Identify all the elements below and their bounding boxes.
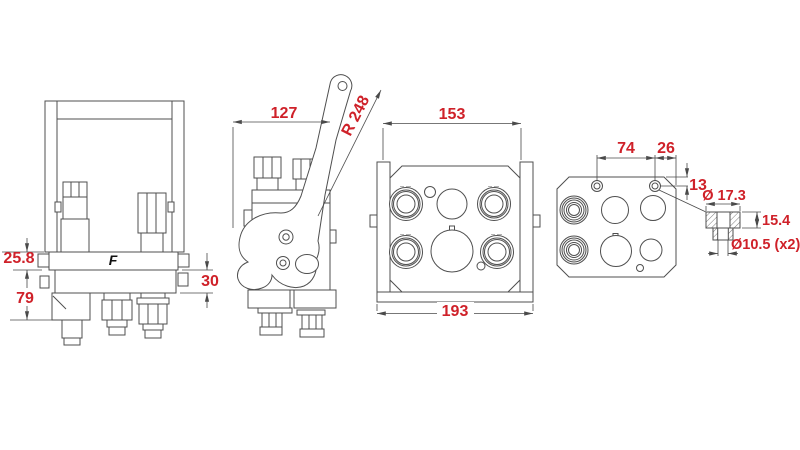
threaded-port-lower	[559, 235, 589, 265]
cam-boss	[295, 254, 319, 274]
dim-label-bore-depth: 15.4	[762, 213, 790, 229]
dim-label-top-offset: 13	[689, 177, 707, 194]
center-bore-lower	[430, 229, 474, 273]
mount-flange-left	[376, 161, 391, 293]
flange-tab-right	[532, 214, 541, 228]
side-view: 127 R 248	[232, 74, 382, 338]
mounting-face-dimensions: 74 26 13	[596, 140, 707, 213]
post-notch	[54, 201, 62, 213]
side-bottom-block-right	[293, 289, 337, 309]
dim-label-overall-width: 193	[442, 303, 469, 320]
dim-label-through-hole: Ø10.5 (x2)	[731, 237, 800, 253]
mounting-face-view: 74 26 13	[556, 140, 707, 278]
side-body-step	[329, 229, 337, 244]
section-hatch	[728, 228, 733, 240]
detail-leader-line	[658, 189, 707, 213]
threaded-port-bottom-right	[480, 234, 514, 269]
pilot-hole	[424, 186, 436, 198]
threaded-port-upper	[559, 195, 589, 225]
center-bore-upper	[436, 188, 468, 220]
front-view: F	[2, 100, 219, 346]
dim-label-body-width: 127	[271, 105, 298, 122]
adjuster-knob-left	[60, 181, 90, 253]
bracket-left-post	[44, 100, 58, 253]
threaded-port-top-left	[389, 186, 423, 221]
section-hatch	[706, 212, 717, 228]
flange-tab-left	[369, 214, 378, 228]
valve-body-lower-bar	[54, 269, 177, 294]
body-right-tab-lower	[177, 272, 189, 287]
bracket-top-bar	[44, 100, 185, 120]
lever-end-hole	[337, 81, 348, 91]
side-knob-left	[253, 156, 282, 191]
brand-logo: F	[109, 252, 118, 268]
small-hole	[636, 264, 644, 272]
bore-right-lower	[639, 238, 663, 262]
port-face-view: 153 193	[369, 106, 541, 320]
dim-label-top-height: 25.8	[3, 250, 34, 267]
bore-mid-lower	[600, 235, 632, 267]
hand-lever	[237, 74, 353, 291]
side-fitting-right	[296, 309, 326, 338]
base-strip	[376, 291, 534, 303]
post-notch	[167, 201, 175, 213]
threaded-port-bottom-left	[389, 234, 423, 269]
body-left-tab-lower	[39, 275, 50, 289]
section-hatch	[713, 228, 718, 240]
adjuster-knob-right	[137, 192, 167, 253]
cam-pivot-upper-inner	[282, 233, 290, 241]
dim-text-mask	[437, 302, 474, 318]
port-face-dimensions: 153 193	[376, 106, 534, 320]
bore-right-upper	[640, 195, 666, 221]
mount-hole-left	[591, 180, 603, 192]
left-port-block	[51, 292, 91, 346]
front-view-dimensions: 25.8 79 30	[2, 238, 219, 321]
mount-flange-right	[519, 161, 534, 293]
fitting-right	[136, 292, 170, 339]
body-left-tab	[37, 253, 50, 268]
bore-mid-upper	[601, 196, 629, 224]
dim-label-edge-offset: 26	[657, 140, 675, 157]
counterbore-detail: Ø 17.3 15.4 Ø10.5 (x2)	[702, 188, 800, 256]
bushing-stem-section	[712, 227, 734, 241]
bracket-right-post	[171, 100, 185, 253]
dim-label-plate-width: 153	[439, 106, 466, 123]
fitting-middle	[101, 292, 133, 336]
dim-label-lower-height: 79	[16, 290, 34, 307]
dim-label-bore-diameter: Ø 17.3	[702, 188, 746, 204]
mount-hole-right	[649, 180, 661, 192]
small-hole	[476, 261, 486, 271]
threaded-port-top-right	[477, 186, 511, 221]
cam-pivot-lower-inner	[279, 259, 287, 267]
dim-label-block-height: 30	[201, 273, 219, 290]
side-bottom-block-left	[247, 289, 291, 309]
body-right-tab	[177, 253, 190, 268]
counterbore-dimensions: Ø 17.3 15.4 Ø10.5 (x2)	[702, 188, 800, 256]
dim-label-hole-spacing: 74	[617, 140, 635, 157]
section-hatch	[730, 212, 740, 228]
side-fitting-left	[257, 307, 293, 336]
